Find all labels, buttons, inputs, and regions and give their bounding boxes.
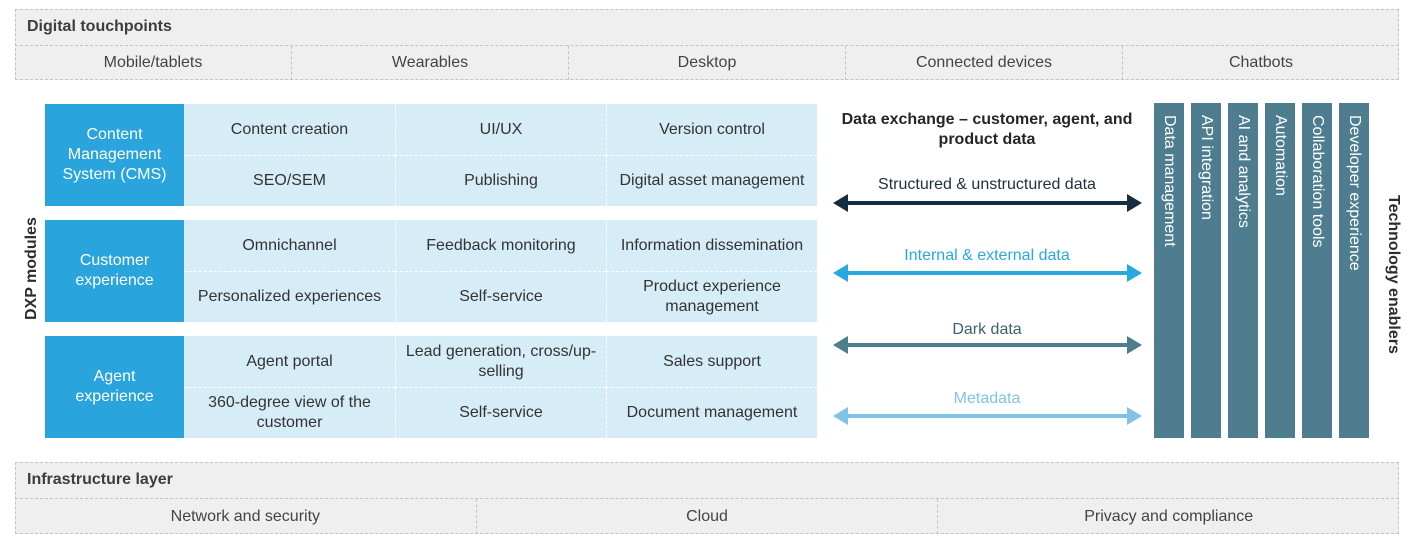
touchpoint-chatbots: Chatbots: [1122, 46, 1399, 80]
module-cell: Publishing: [395, 155, 606, 206]
module-cell: Self-service: [395, 271, 606, 322]
module-cell: Self-service: [395, 387, 606, 438]
module-cell: Version control: [606, 104, 817, 155]
touchpoints-row: Mobile/tablets Wearables Desktop Connect…: [15, 45, 1399, 80]
data-exchange-title: Data exchange – customer, agent, and pro…: [841, 111, 1133, 148]
module-cell: Product experience management: [606, 271, 817, 322]
enabler-data-management: Data management: [1154, 103, 1184, 438]
module-cms-grid: Content creation UI/UX Version control S…: [184, 104, 817, 206]
technology-enablers-label: Technology enablers: [1385, 195, 1402, 354]
enabler-label: Automation: [1272, 115, 1289, 196]
touchpoint-mobile: Mobile/tablets: [103, 54, 203, 71]
arrow-internal-external: [833, 264, 1142, 282]
module-cell: Information dissemination: [606, 220, 817, 271]
module-cms-title: Content Management System (CMS): [45, 104, 184, 206]
infrastructure-band: Infrastructure layer Network and securit…: [15, 462, 1399, 534]
infrastructure-network-security: Network and security: [170, 507, 321, 525]
enabler-developer-experience: Developer experience: [1339, 103, 1369, 438]
module-cell: Content creation: [230, 120, 349, 138]
digital-touchpoints-band: Digital touchpoints Mobile/tablets Weara…: [15, 9, 1399, 80]
enabler-label: Collaboration tools: [1309, 115, 1326, 248]
touchpoint-wearables: Wearables: [291, 46, 568, 80]
module-agent-experience-title: Agent experience: [45, 336, 184, 438]
touchpoint-desktop: Desktop: [568, 46, 845, 80]
module-cell: SEO/SEM: [184, 155, 395, 206]
module-cell: Personalized experiences: [184, 271, 395, 322]
module-cms: Content Management System (CMS) Content …: [45, 104, 817, 206]
infrastructure-privacy-compliance: Privacy and compliance: [937, 499, 1399, 534]
enabler-label: AI and analytics: [1235, 115, 1252, 228]
enabler-ai-analytics: AI and analytics: [1228, 103, 1258, 438]
enabler-label: Developer experience: [1346, 115, 1363, 271]
module-cell: Feedback monitoring: [395, 220, 606, 271]
flow-label-internal-external: Internal & external data: [904, 247, 1070, 264]
enabler-label: Data management: [1161, 115, 1178, 247]
module-cell: Document management: [606, 387, 817, 438]
module-customer-experience-title: Customer experience: [45, 220, 184, 322]
infrastructure-cloud: Cloud: [475, 499, 938, 534]
enabler-automation: Automation: [1265, 103, 1295, 438]
module-customer-experience: Customer experience Omnichannel Feedback…: [45, 220, 817, 322]
module-cell: Digital asset management: [606, 155, 817, 206]
module-cell: UI/UX: [395, 104, 606, 155]
arrow-metadata: [833, 407, 1142, 425]
infrastructure-row: Network and security Cloud Privacy and c…: [15, 498, 1399, 534]
module-cell: 360-degree view of the customer: [184, 387, 395, 438]
module-agent-experience: Agent experience Agent portal Lead gener…: [45, 336, 817, 438]
flow-label-structured: Structured & unstructured data: [878, 176, 1096, 193]
touchpoint-connected-devices: Connected devices: [845, 46, 1122, 80]
flow-label-dark-data: Dark data: [952, 321, 1022, 338]
enabler-api-integration: API integration: [1191, 103, 1221, 438]
module-cell: Omnichannel: [242, 236, 337, 254]
infrastructure-title: Infrastructure layer: [27, 471, 173, 488]
module-cell: Agent portal: [246, 352, 333, 370]
arrow-structured: [833, 194, 1142, 212]
module-cell: Sales support: [606, 336, 817, 387]
arrow-dark-data: [833, 336, 1142, 354]
enabler-collaboration-tools: Collaboration tools: [1302, 103, 1332, 438]
flow-label-metadata: Metadata: [953, 390, 1021, 407]
module-cell: Lead generation, cross/up-selling: [395, 336, 606, 387]
module-customer-experience-grid: Omnichannel Feedback monitoring Informat…: [184, 220, 817, 322]
enabler-label: API integration: [1198, 115, 1215, 220]
digital-touchpoints-title: Digital touchpoints: [27, 18, 172, 35]
module-agent-experience-grid: Agent portal Lead generation, cross/up-s…: [184, 336, 817, 438]
